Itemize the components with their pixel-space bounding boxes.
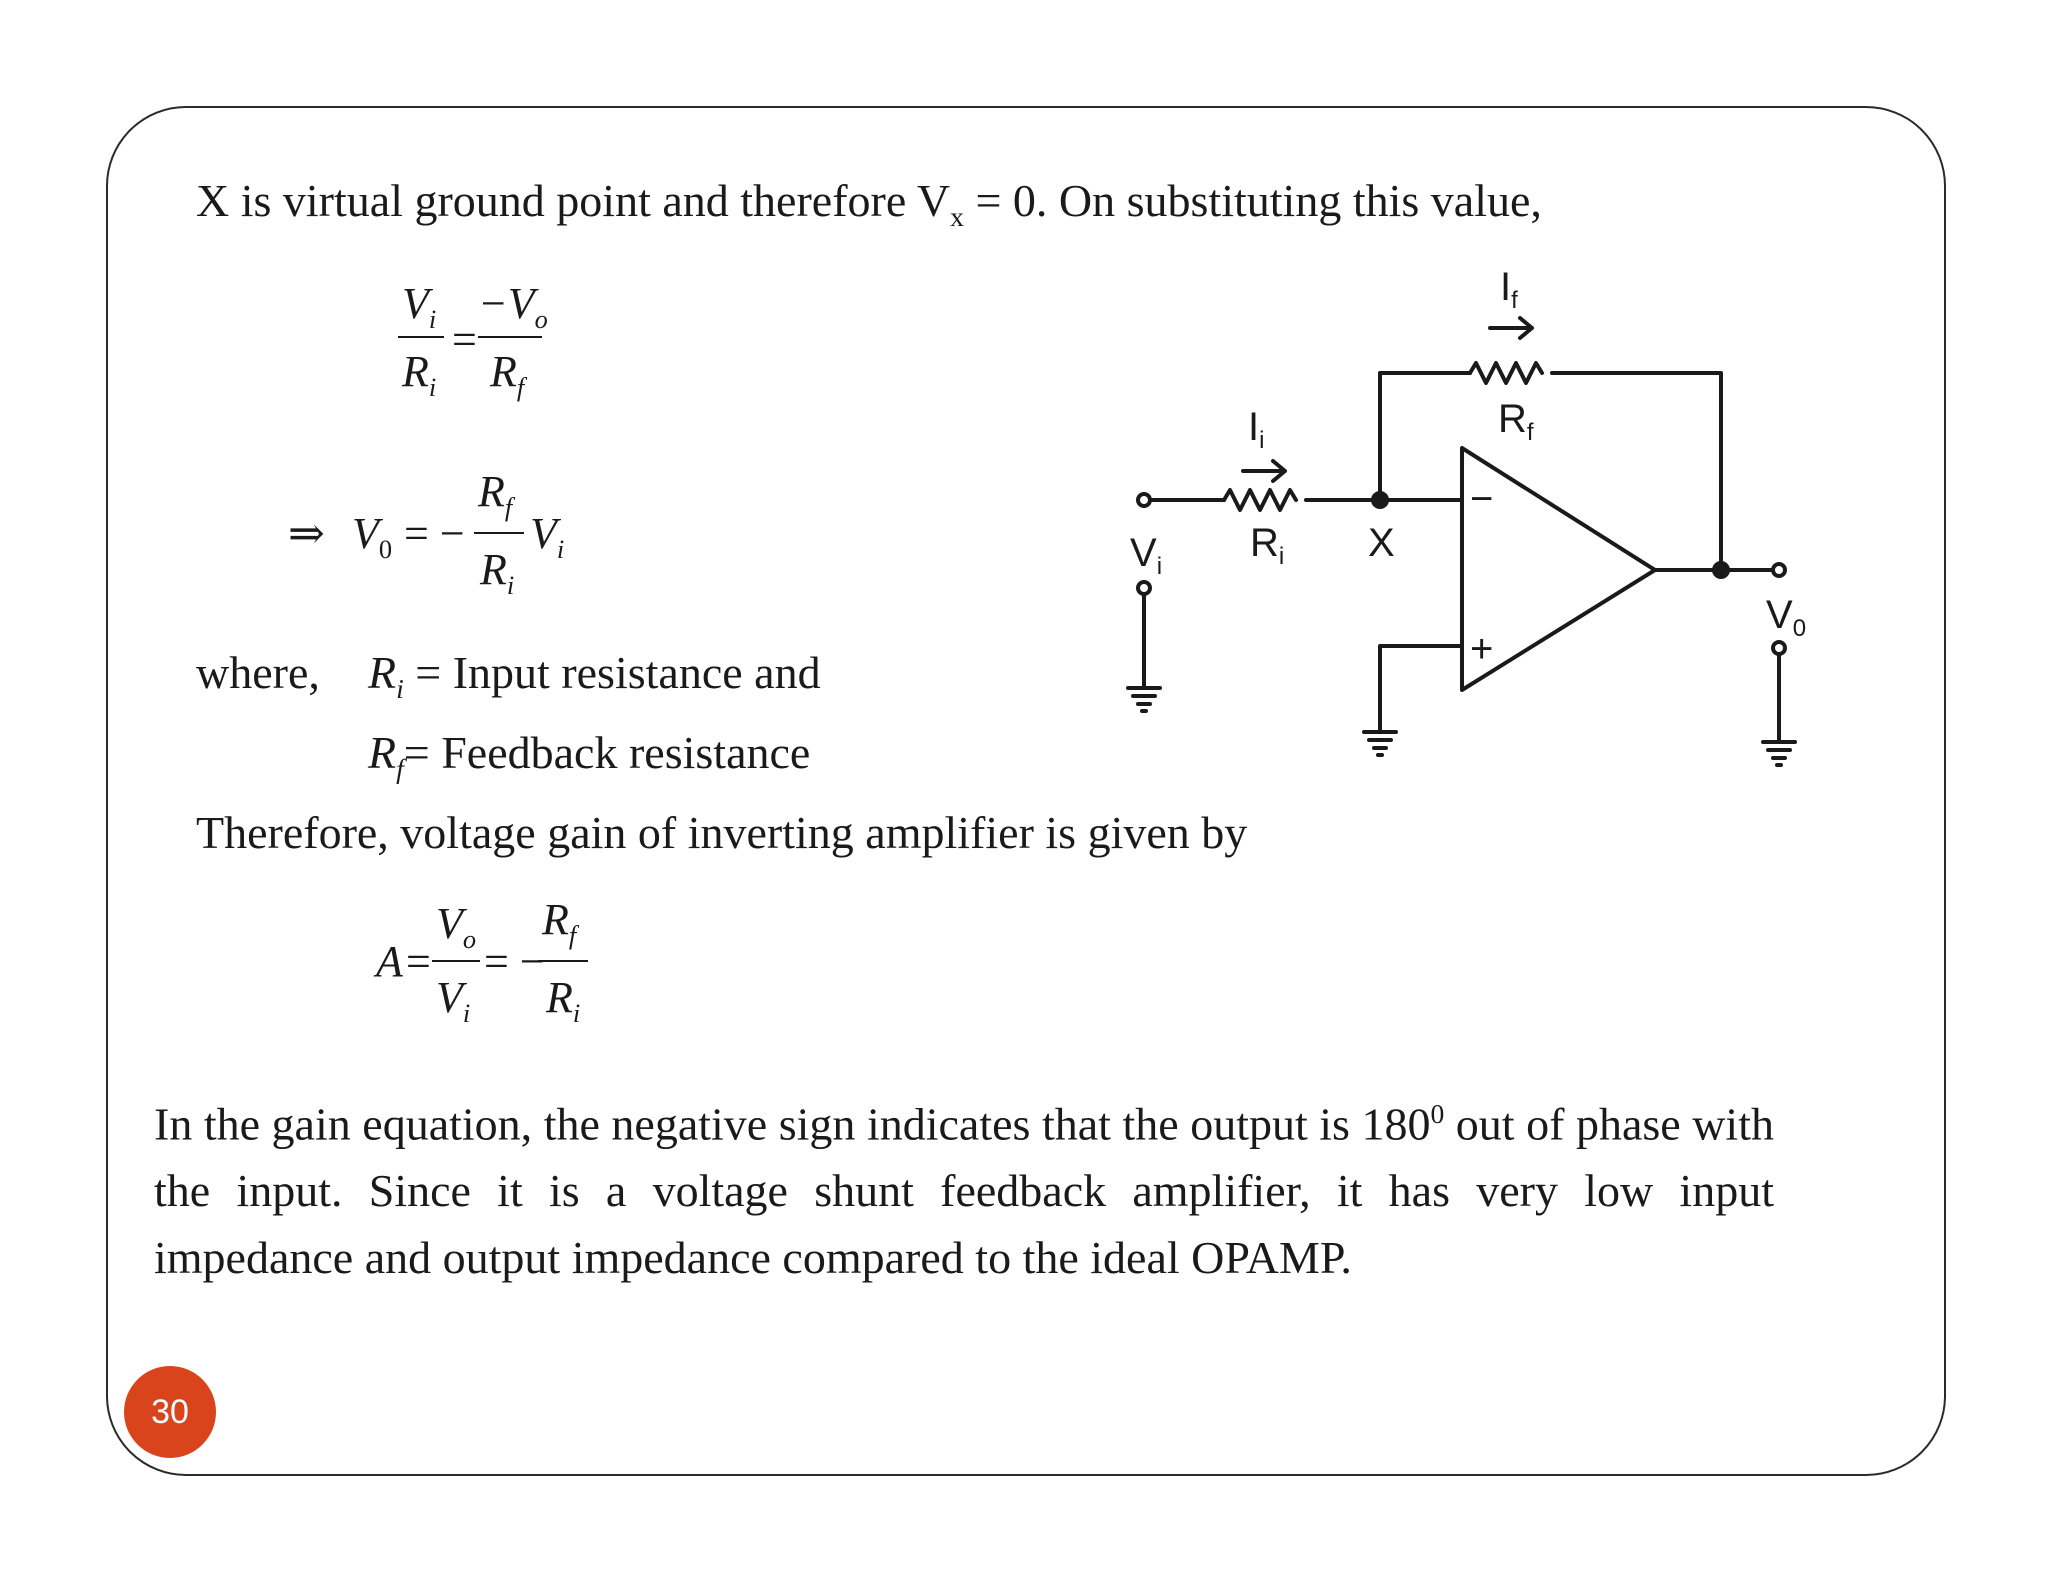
node-x-dot xyxy=(1371,491,1389,509)
label-rf: Rf xyxy=(1498,397,1534,446)
explanation-paragraph: In the gain equation, the negative sign … xyxy=(154,1098,1774,1284)
therefore-line: Therefore, voltage gain of inverting amp… xyxy=(196,807,1248,858)
where-line-input-resistance: Ri = Input resistance and xyxy=(368,647,821,705)
opamp-minus-sign: − xyxy=(1470,477,1493,521)
vo-terminal-top xyxy=(1771,562,1787,578)
label-x: X xyxy=(1368,521,1395,565)
where-line-feedback-resistance: Rf= Feedback resistance xyxy=(368,727,811,785)
label-vo: V0 xyxy=(1766,593,1806,642)
inverting-amplifier-circuit: If Rf Ii Ri X Vi V0 − + xyxy=(1126,265,1806,767)
intro-line: X is virtual ground point and therefore … xyxy=(196,175,1542,233)
vi-ground-symbol xyxy=(1126,686,1162,713)
vo-ground-symbol xyxy=(1761,740,1797,767)
label-vi: Vi xyxy=(1130,531,1162,580)
label-ii: Ii xyxy=(1248,405,1264,454)
label-ri: Ri xyxy=(1250,521,1284,570)
opamp-ground-symbol xyxy=(1362,730,1398,757)
ii-arrow-icon xyxy=(1241,459,1287,483)
feedback-wire-left xyxy=(1378,371,1472,502)
output-node-dot xyxy=(1712,561,1730,579)
where-label: where, xyxy=(196,647,320,698)
opamp-triangle xyxy=(1460,446,1657,692)
input-resistor-ri xyxy=(1222,488,1298,512)
noninverting-wire xyxy=(1378,644,1464,734)
slide-frame xyxy=(106,106,1946,1476)
opamp-plus-sign: + xyxy=(1470,627,1493,671)
if-arrow-icon xyxy=(1488,316,1534,340)
feedback-resistor-rf xyxy=(1468,361,1544,385)
label-if: If xyxy=(1500,265,1518,314)
page-number-badge: 30 xyxy=(124,1366,216,1458)
feedback-wire-right xyxy=(1550,371,1723,572)
